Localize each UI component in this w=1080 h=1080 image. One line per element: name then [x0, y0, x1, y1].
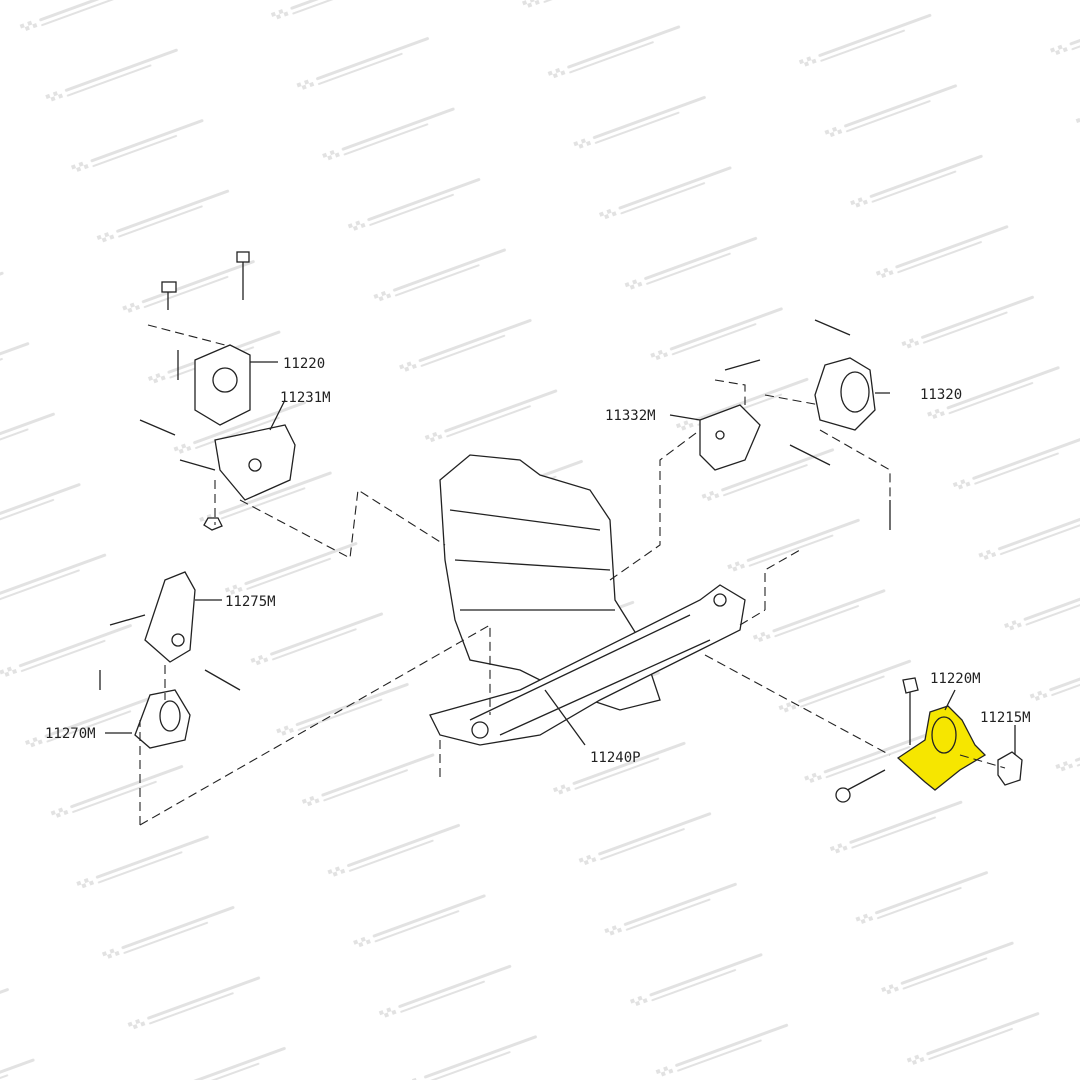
- label-11332M: 11332M: [605, 408, 656, 424]
- bracket-11215M: [997, 751, 1023, 786]
- crossmember-11240P: [429, 584, 746, 746]
- bracket-11332M: [699, 359, 761, 471]
- label-11215M: 11215M: [980, 710, 1031, 726]
- label-11240P: 11240P: [590, 750, 641, 766]
- bracket-11275M: [99, 571, 241, 691]
- label-11270M: 11270M: [45, 726, 96, 742]
- label-11220M: 11220M: [930, 671, 981, 687]
- mount-11220: [161, 251, 251, 426]
- leader-lines: [105, 361, 1016, 755]
- mount-11270M: [134, 689, 191, 749]
- bracket-11231M: [139, 419, 296, 531]
- mount-11320: [789, 319, 891, 530]
- label-11275M: 11275M: [225, 594, 276, 610]
- assembly-lines: [139, 324, 1006, 826]
- label-11220: 11220: [283, 356, 325, 372]
- mount-11220M-highlighted: [835, 677, 987, 803]
- label-11320: 11320: [920, 387, 962, 403]
- part-labels: 11220 11231M 11332M 11320 11275M 11270M …: [45, 356, 1031, 766]
- label-11231M: 11231M: [280, 390, 331, 406]
